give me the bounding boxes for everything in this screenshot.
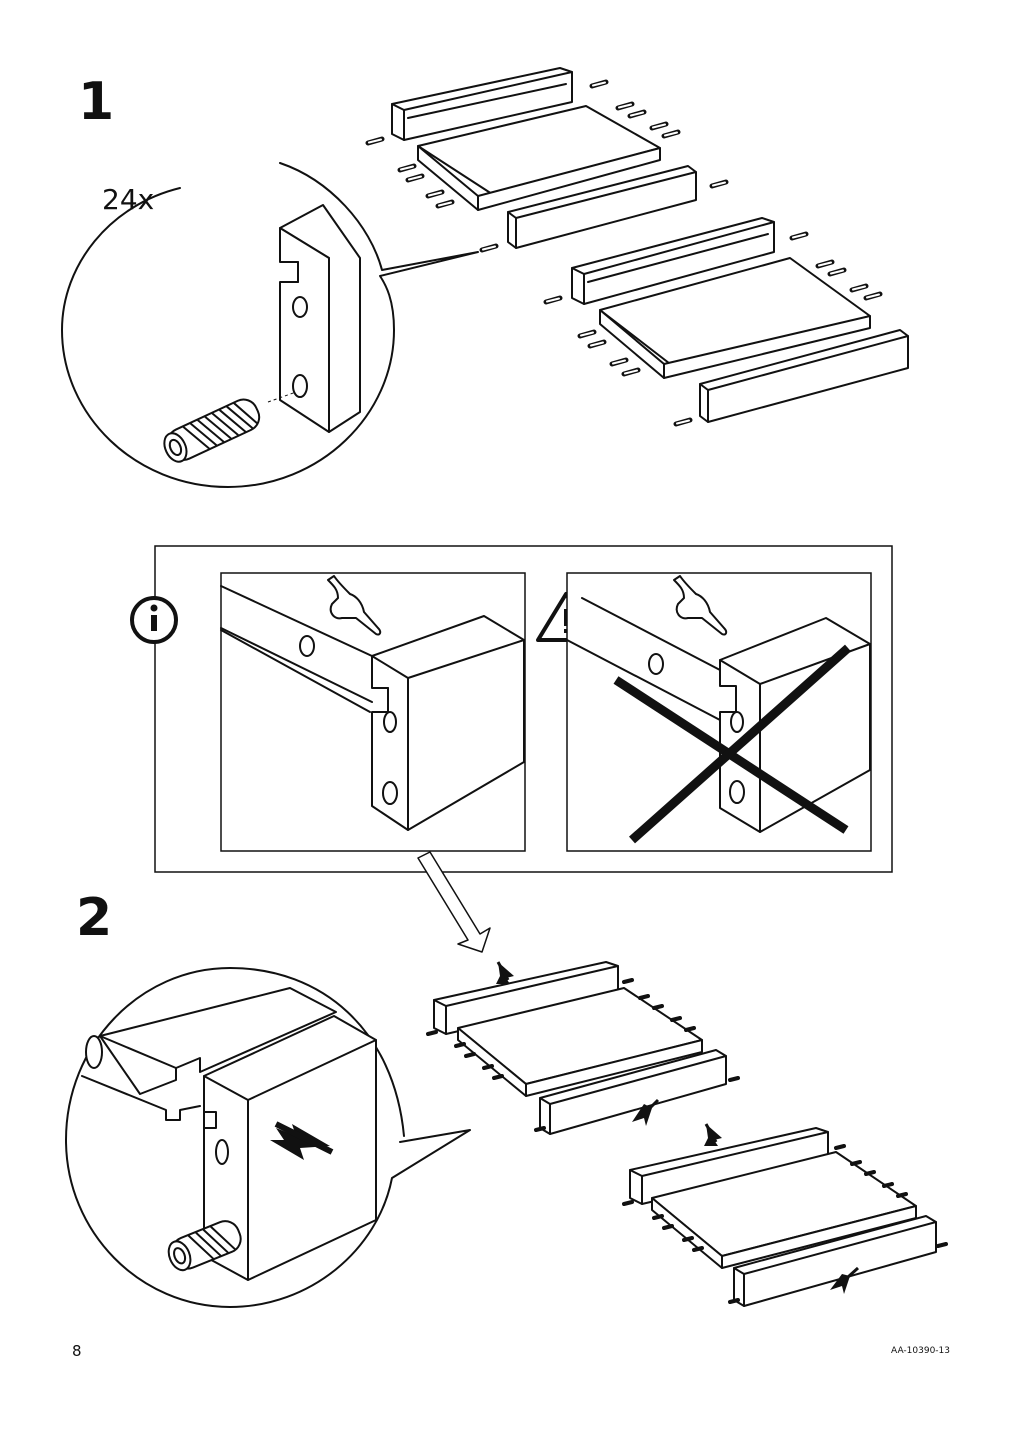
frame-block-closeup (279, 204, 361, 433)
wrong-orientation-panel (566, 572, 872, 852)
dowel-icon (167, 1220, 242, 1272)
correct-orientation-panel (220, 572, 526, 852)
info-box (154, 545, 893, 873)
step-2-number: 2 (76, 888, 113, 948)
step1-zoom-circle (61, 162, 479, 488)
step-1-number: 1 (78, 72, 115, 132)
step2-assembled-drawer-top (426, 961, 740, 1135)
pointing-hand-icon (327, 575, 382, 636)
step1-exploded-drawer-bottom (546, 217, 909, 424)
page-number: 8 (72, 1342, 82, 1360)
step1-exploded-drawer-top (368, 67, 726, 250)
pointing-hand-icon (673, 575, 728, 636)
step2-zoom-circle (65, 967, 471, 1308)
reference-arrow (417, 851, 491, 953)
info-icon (130, 596, 178, 644)
dowel-icon (163, 398, 261, 463)
cross-mark-icon (613, 644, 851, 844)
step2-assembled-drawer-bottom (622, 1123, 948, 1307)
push-arrow-icon (270, 1124, 330, 1160)
document-code: AA-10390-13 (891, 1346, 950, 1356)
